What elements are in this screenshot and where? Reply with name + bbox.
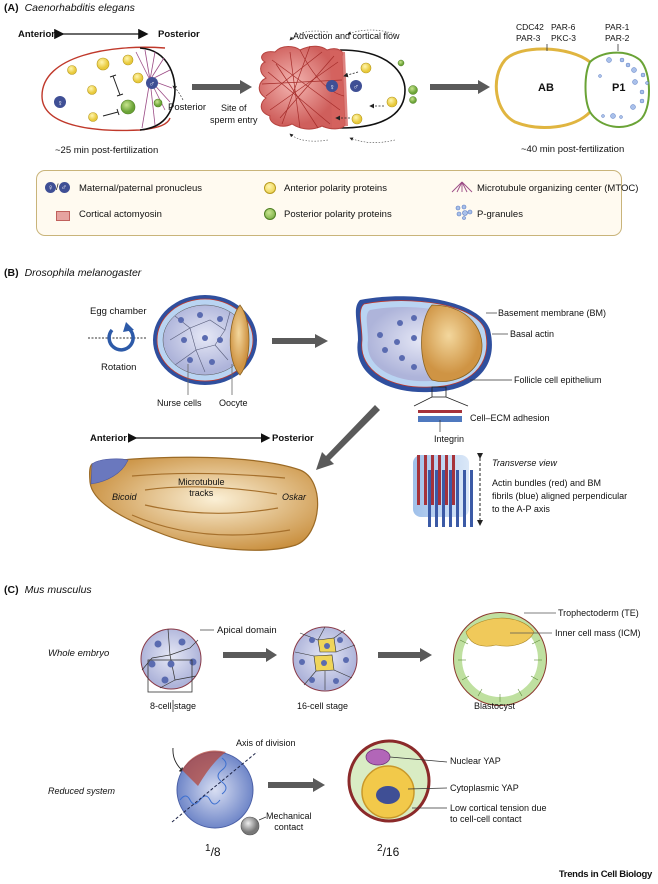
icm-label: Inner cell mass (ICM) <box>555 628 641 638</box>
two-cell-doublet <box>347 739 448 823</box>
mechanical-contact-bead <box>240 816 260 836</box>
male-pronucleus-icon <box>146 77 158 89</box>
egg-chamber-small <box>153 295 257 395</box>
arrow-c3 <box>268 778 325 792</box>
p-granules-icon <box>598 57 649 119</box>
fraction-1-8: 1/8 <box>205 843 221 859</box>
nuclear-yap <box>365 748 391 766</box>
sixteen-cell-embryo <box>292 626 358 692</box>
cytoplasmic-yap-label: Cytoplasmic YAP <box>450 783 519 793</box>
trophectoderm-label: Trophectoderm (TE) <box>558 608 639 618</box>
anterior-protein-icon <box>264 182 276 194</box>
cell-ab-label: AB <box>538 82 554 94</box>
posterior-protein-icon <box>264 208 276 220</box>
blastocyst <box>453 612 556 706</box>
single-blastomere <box>171 750 267 836</box>
arrow-a1 <box>192 80 252 94</box>
apical-domain-label: Apical domain <box>217 625 277 636</box>
legend-label: Maternal/paternal pronucleus <box>79 183 203 194</box>
axis-anterior-b: Anterior <box>90 433 127 444</box>
basement-membrane-label: Basement membrane (BM) <box>498 308 607 318</box>
pronucleus-icon: ♀/♂ <box>45 182 70 193</box>
bicoid-label: Bicoid <box>112 492 137 502</box>
arrow-c2 <box>378 648 432 662</box>
transverse-view-label: Transverse view <box>492 458 557 468</box>
rotation-label: Rotation <box>101 362 137 373</box>
cell-ecm-label: Cell–ECM adhesion <box>470 413 550 423</box>
female-pronucleus-icon <box>54 96 66 108</box>
arrow-b2 <box>316 405 380 470</box>
svg-text:♂: ♂ <box>149 80 155 89</box>
panel-b-title: (B)Drosophila melanogaster <box>4 267 142 279</box>
journal-footer: Trends in Cell Biology <box>558 869 652 880</box>
svg-text:♂: ♂ <box>353 83 359 92</box>
stage-16-label: 16-cell stage <box>297 701 349 711</box>
zygote-flow: ♀ ♂ <box>258 29 418 143</box>
axis-posterior-a: Posterior <box>158 29 200 40</box>
legend-label: Microtubule organizing center (MTOC) <box>477 183 639 194</box>
basal-actin-label: Basal actin <box>510 329 555 339</box>
axis-division-label: Axis of division <box>236 738 296 748</box>
legend: ♀/♂ Maternal/paternal pronucleus Anterio… <box>36 170 638 236</box>
transverse-description: Actin bundles (red) and BM fibrils (blue… <box>492 478 628 514</box>
two-cell-embryo <box>494 44 650 129</box>
p-granules-icon <box>455 204 473 220</box>
reduced-system-label: Reduced system <box>48 786 116 796</box>
svg-text:♀: ♀ <box>57 99 63 108</box>
legend-label: P-granules <box>477 209 523 220</box>
reduce-arrow <box>172 747 185 773</box>
oocyte-label: Oocyte <box>219 398 248 408</box>
legend-label: Anterior polarity proteins <box>284 183 387 194</box>
follicle-epithelium-label: Follicle cell epithelium <box>514 375 602 385</box>
nurse-cells-label: Nurse cells <box>157 398 202 408</box>
axis-anterior-a: Anterior <box>18 29 55 40</box>
blastocyst-label: Blastocyst <box>474 701 516 711</box>
legend-label: Posterior polarity proteins <box>284 209 392 220</box>
posterior-label: Posterior <box>168 102 207 113</box>
egg-chamber-label: Egg chamber <box>90 306 147 317</box>
integrin-label: Integrin <box>434 434 465 444</box>
zygote-early: ♀ ♂ <box>41 46 184 132</box>
nuclear-yap-label: Nuclear YAP <box>450 756 501 766</box>
stage-8-label: 8-cell stage <box>150 701 197 711</box>
egg-chamber-large <box>355 296 512 407</box>
panel-c-title: (C)Mus musculus <box>4 584 92 596</box>
cell-ecm-adhesion-icon <box>418 410 462 432</box>
actin-bundles <box>417 455 455 505</box>
axis-posterior-b: Posterior <box>272 433 314 444</box>
eight-cell-embryo <box>140 628 214 693</box>
rotation-icon <box>88 322 146 352</box>
flow-label: Advection and cortical flow <box>293 31 400 41</box>
oocyte-large <box>89 456 319 551</box>
legend-label: Cortical actomyosin <box>79 209 162 220</box>
oskar-label: Oskar <box>282 492 307 502</box>
whole-embryo-label: Whole embryo <box>48 648 110 659</box>
arrow-b1 <box>272 334 328 348</box>
arrow-c1 <box>223 648 277 662</box>
actomyosin-icon <box>56 211 70 221</box>
time-early: ~25 min post-fertilization <box>55 145 159 156</box>
arrow-a2 <box>430 80 490 94</box>
fraction-2-16: 2/16 <box>377 843 400 859</box>
cell-p1-label: P1 <box>612 82 626 94</box>
bm-fibrils <box>428 470 473 527</box>
svg-text:♀: ♀ <box>329 83 335 92</box>
transverse-view-icon <box>413 453 483 527</box>
mtoc-icon <box>451 181 473 193</box>
time-late: ~40 min post-fertilization <box>521 144 625 155</box>
panel-a-title: (A)Caenorhabditis elegans <box>4 2 135 14</box>
